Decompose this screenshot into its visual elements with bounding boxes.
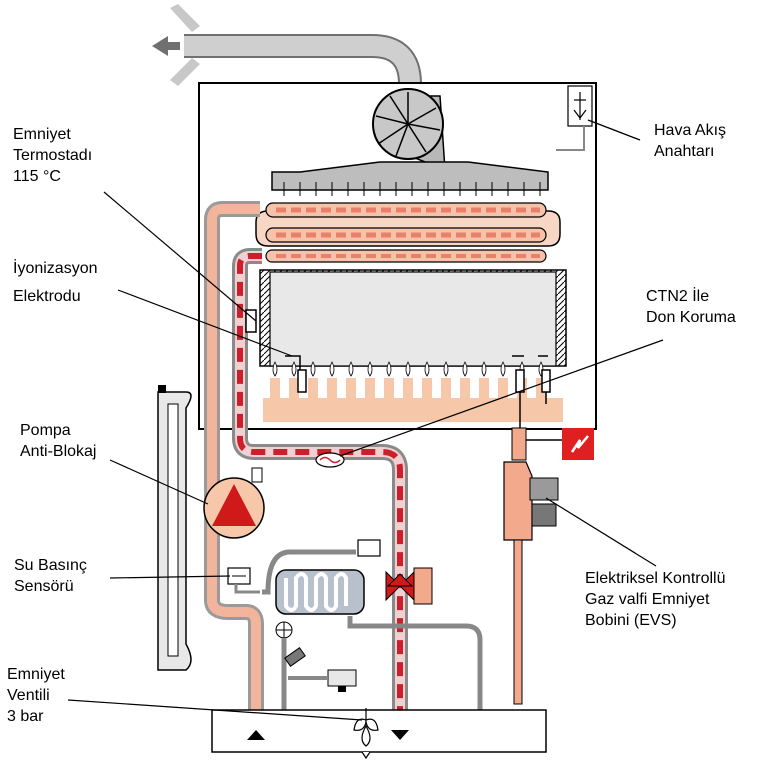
label-gas-valve: Elektriksel Kontrollü Gaz valfi Emniyet … [585,570,726,629]
connection-bar [211,709,547,753]
burner [263,361,563,422]
label-pump: Pompa Anti-Blokaj [20,422,97,460]
label-water-pressure-sensor: Su Basınç Sensörü [14,557,87,595]
label-ctn2-frost: CTN2 İle Don Koruma [646,288,736,326]
ctn2-sensor-icon [315,452,345,468]
label-ionization-electrode: İyonizasyon Elektrodu [13,260,98,305]
pump-icon [203,467,265,539]
label-safety-thermostat: Emniyet Termostadı 115 °C [13,126,93,185]
heat-exchanger [255,202,561,263]
flow-pipe [232,248,408,744]
expansion-vessel [157,385,192,671]
fan-icon [372,88,446,172]
label-safety-valve: Emniyet Ventili 3 bar [7,666,65,725]
combustion-chamber [259,269,567,367]
ignition-spark-icon [562,428,594,460]
hood-fins [283,182,541,196]
dhw-heat-exchanger [262,549,488,736]
label-air-flow-switch: Hava Akış Anahtarı [654,122,727,160]
bypass-valve-icon [288,669,357,692]
safety-valve-icon [353,708,379,760]
check-valve-icon [357,539,381,557]
smoke-hood [271,161,549,191]
return-pipe [204,201,264,744]
air-intake-arrows [152,4,200,86]
water-pressure-sensor-icon [227,567,260,594]
gas-valve-icon [503,427,559,740]
connection-arrows [247,730,409,740]
filter-icon [284,647,306,667]
three-way-valve-icon [385,567,433,605]
leader-lines [67,119,664,721]
ionization-electrode-icon [285,355,307,393]
air-flow-switch-icon [556,85,641,151]
